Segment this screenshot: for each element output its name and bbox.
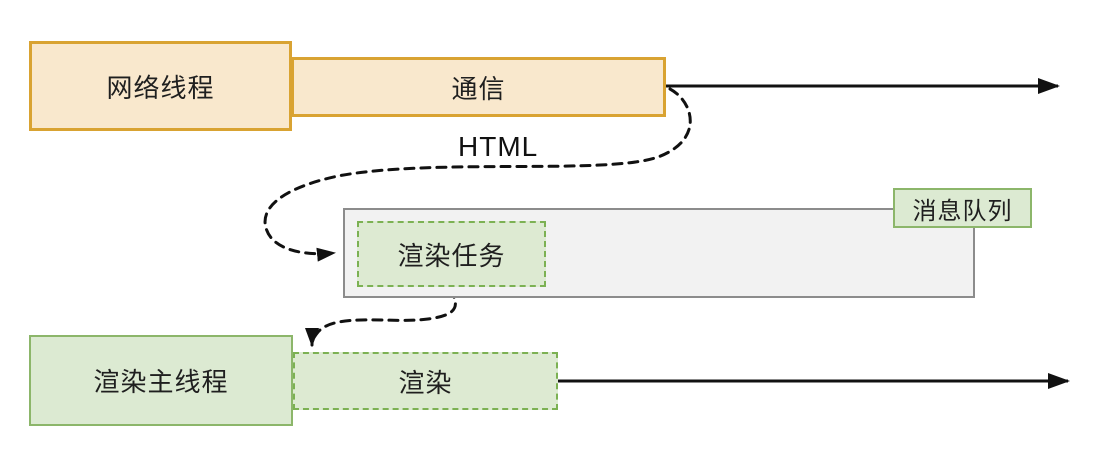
network-thread-box: 网络线程	[29, 41, 292, 131]
render-task-label: 渲染任务	[397, 240, 506, 271]
communication-label: 通信	[451, 73, 506, 104]
html-annotation: HTML	[458, 131, 539, 162]
message-queue-tag: 消息队列	[893, 188, 1032, 228]
render-box: 渲染	[293, 352, 558, 410]
render-main-thread-box: 渲染主线程	[29, 335, 293, 426]
render-task-box: 渲染任务	[357, 221, 546, 287]
communication-box: 通信	[291, 57, 666, 117]
render-task-to-render-dashed-arrow	[305, 287, 457, 347]
network-thread-label: 网络线程	[106, 72, 215, 103]
html-to-render-task-dashed-arrow	[263, 87, 692, 262]
message-queue-label: 消息队列	[912, 197, 1013, 225]
render-main-thread-label: 渲染主线程	[93, 367, 229, 397]
render-label: 渲染	[398, 367, 453, 398]
